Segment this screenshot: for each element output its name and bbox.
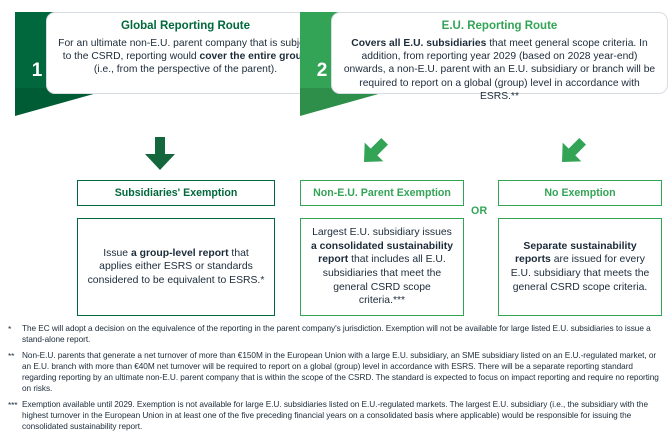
route-1-number: 1 [31, 60, 43, 81]
outcome-body-no-exemption: Separate sustainability reports are issu… [498, 218, 662, 316]
arrow-diagonal-non-eu-parent-exemption [358, 136, 390, 168]
route-1-body: For an ultimate non-E.U. parent company … [58, 38, 313, 76]
route-2-body: Covers all E.U. subsidiaries that meet g… [343, 38, 656, 102]
route-1-title: Global Reporting Route [120, 20, 251, 32]
or-separator-label: OR [471, 205, 488, 217]
arrow-down-icon [145, 137, 175, 170]
footnote-marker: *** [8, 400, 18, 411]
route-2-number: 2 [316, 60, 328, 81]
footnote-1: * The EC will adopt a decision on the eq… [0, 324, 670, 345]
route-card-eu-reporting: 2 E.U. Reporting Route Covers all E.U. s… [300, 12, 670, 120]
footnote-text: Non-E.U. parents that generate a net tur… [22, 351, 659, 393]
footnotes: * The EC will adopt a decision on the eq… [0, 324, 670, 438]
footnote-marker: ** [8, 351, 15, 362]
route-2-card: E.U. Reporting Route Covers all E.U. sub… [331, 12, 668, 102]
arrow-diagonal-no-exemption [556, 136, 588, 168]
outcome-header-label: Non-E.U. Parent Exemption [313, 186, 451, 199]
outcome-header-subsidiaries-exemption: Subsidiaries' Exemption [77, 180, 275, 206]
footnote-3: *** Exemption available until 2029. Exem… [0, 400, 670, 432]
outcome-body-text: Issue a group-level report that applies … [87, 247, 265, 286]
outcome-header-non-eu-parent-exemption: Non-E.U. Parent Exemption [300, 180, 464, 206]
footnote-text: Exemption available until 2029. Exemptio… [22, 400, 649, 431]
outcome-header-label: Subsidiaries' Exemption [114, 186, 238, 199]
footnote-2: ** Non-E.U. parents that generate a net … [0, 351, 670, 394]
outcome-header-no-exemption: No Exemption [498, 180, 662, 206]
arrow-down-subsidiaries-exemption [144, 137, 176, 171]
outcome-body-text: Separate sustainability reports are issu… [510, 240, 650, 293]
route-card-global-reporting: 1 Global Reporting Route For an ultimate… [15, 12, 325, 120]
outcome-body-non-eu-parent-exemption: Largest E.U. subsidiary issues a consoli… [300, 218, 464, 316]
route-2-title: E.U. Reporting Route [441, 20, 558, 32]
outcome-body-text: Largest E.U. subsidiary issues a consoli… [310, 227, 454, 307]
footnote-marker: * [8, 324, 12, 334]
outcome-header-label: No Exemption [544, 186, 616, 199]
arrow-down-right-icon [562, 138, 586, 162]
outcome-body-subsidiaries-exemption: Issue a group-level report that applies … [77, 218, 275, 316]
arrow-down-right-icon [364, 138, 388, 162]
route-1-card: Global Reporting Route For an ultimate n… [46, 12, 325, 94]
footnote-text: The EC will adopt a decision on the equi… [22, 324, 651, 344]
